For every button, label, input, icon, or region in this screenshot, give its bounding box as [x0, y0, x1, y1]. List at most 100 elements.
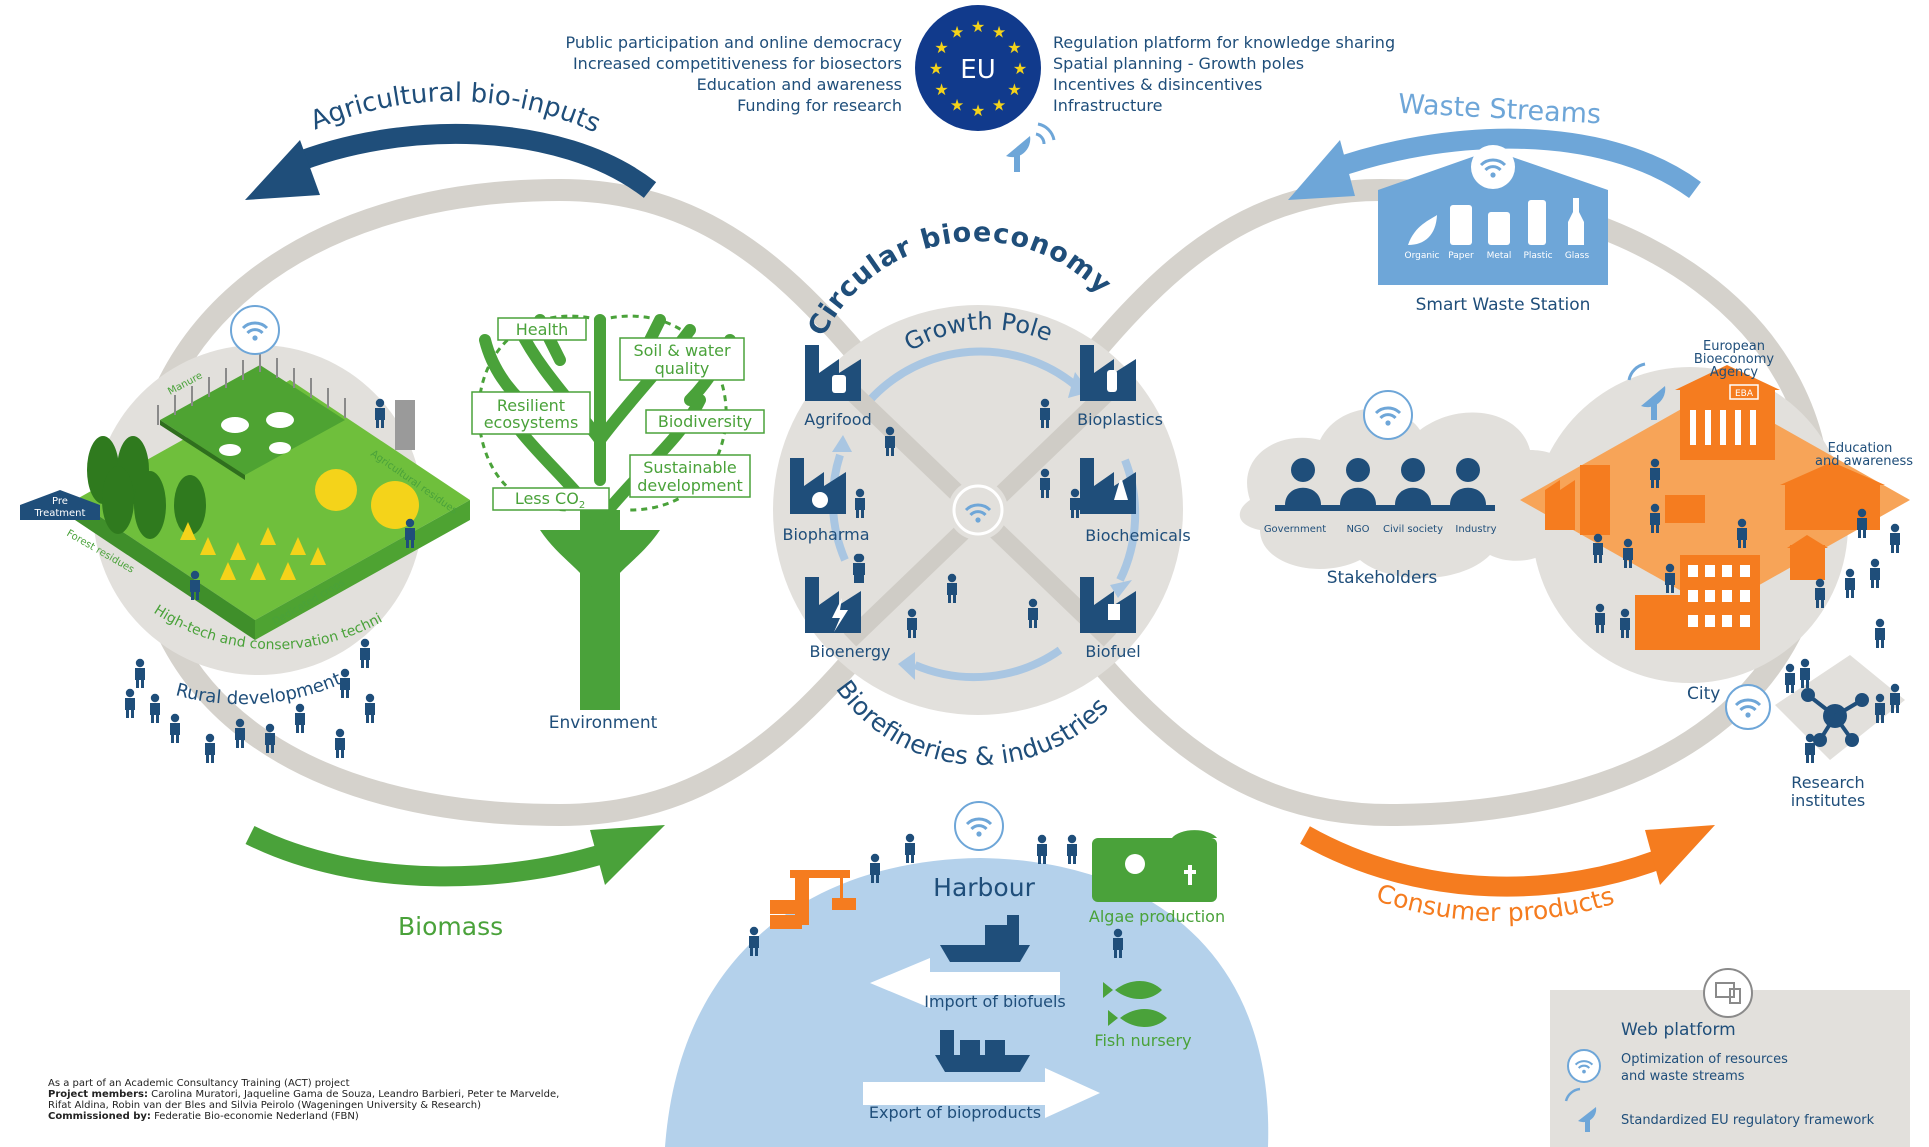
industry-agrifood: Agrifood: [804, 345, 872, 429]
credits-line1: As a part of an Academic Consultancy Tra…: [48, 1078, 350, 1089]
policy-item: Regulation platform for knowledge sharin…: [1053, 33, 1395, 52]
stakeholder-label: Government: [1264, 524, 1326, 535]
wifi-icon: [230, 305, 280, 355]
education-label-2: and awareness: [1815, 454, 1913, 469]
legend-title: Web platform: [1621, 1020, 1736, 1040]
svg-text:development: development: [637, 476, 743, 495]
export-ship-icon: [935, 1030, 1030, 1072]
stakeholder-label: Industry: [1455, 524, 1496, 535]
eu-star-icon: ★: [929, 59, 943, 78]
industry-biopharma: Biopharma: [783, 458, 870, 544]
bin-label: Plastic: [1523, 251, 1552, 261]
city-illustration: EBA: [1520, 362, 1910, 650]
bin-label: Paper: [1448, 251, 1474, 261]
waste-streams-arrow: Waste Streams: [1288, 89, 1701, 200]
algae-label: Algae production: [1089, 907, 1225, 926]
bin-label: Metal: [1487, 251, 1512, 261]
satellite-dish-icon: [1627, 362, 1666, 420]
wifi-icon: [1471, 145, 1515, 189]
bin-label: Organic: [1404, 251, 1439, 261]
harbour-title: Harbour: [933, 873, 1035, 902]
import-label: Import of biofuels: [924, 992, 1065, 1011]
policy-item: Public participation and online democrac…: [565, 33, 902, 52]
import-arrow: Import of biofuels: [870, 958, 1066, 1011]
research-institutes: Research institutes: [1775, 655, 1905, 810]
policy-item: Incentives & disincentives: [1053, 75, 1262, 94]
waste-streams-label: Waste Streams: [1397, 89, 1601, 131]
industry-label: Bioplastics: [1077, 410, 1163, 429]
eu-policies-right: Regulation platform for knowledge sharin…: [1053, 33, 1395, 115]
smart-waste-station-title: Smart Waste Station: [1416, 295, 1591, 315]
industry-biofuel: Biofuel: [1080, 577, 1141, 661]
smart-waste-station: Organic Paper Metal Plastic Glass Smart …: [1378, 145, 1608, 315]
satellite-dish-icon: [1006, 122, 1056, 172]
biomass-arrow: Biomass: [245, 825, 665, 941]
stakeholder-label: NGO: [1346, 524, 1369, 535]
environment-title: Environment: [549, 713, 658, 733]
policy-item: Education and awareness: [697, 75, 902, 94]
eu-star-icon: ★: [971, 17, 985, 36]
env-label-soil-water: Soil & water: [633, 341, 730, 360]
wifi-icon: [1725, 684, 1771, 730]
monitor-icon: [1703, 968, 1753, 1018]
pre-treatment-badge: Pre Treatment: [20, 490, 100, 520]
eu-badge-label: EU: [960, 55, 995, 85]
bin-label: Glass: [1565, 251, 1590, 261]
industry-bioplastics: Bioplastics: [1077, 345, 1163, 429]
industry-label: Biochemicals: [1085, 526, 1190, 545]
eu-policies-left: Public participation and online democrac…: [565, 33, 902, 115]
eu-badge: ★★★★★★★★★★★★ EU: [915, 5, 1056, 172]
agency-label-1: European: [1703, 339, 1765, 354]
harbour-content: Harbour Algae production Import of biofu…: [749, 801, 1225, 1122]
industry-biochemicals: Biochemicals: [1080, 458, 1191, 545]
stakeholder-label: Civil society: [1383, 524, 1443, 535]
city-title: City: [1687, 684, 1720, 704]
biomass-label: Biomass: [398, 912, 503, 941]
eu-star-icon: ★: [950, 95, 964, 114]
policy-item: Increased competitiveness for biosectors: [573, 54, 902, 73]
legend-item1-line2: and waste streams: [1621, 1069, 1745, 1084]
credits-commissioned: Commissioned by: Federatie Bio-economie …: [48, 1111, 359, 1122]
pre-label: Pre: [52, 496, 68, 507]
consumer-products-arrow: Consumer products: [1300, 825, 1715, 927]
industry-label: Agrifood: [804, 410, 872, 429]
research-label-1: Research: [1791, 773, 1864, 792]
eu-star-icon: ★: [934, 80, 948, 99]
svg-text:quality: quality: [655, 359, 710, 378]
environment-labels: Health Soil & water quality Resilient ec…: [471, 317, 765, 511]
eba-label: EBA: [1735, 389, 1754, 399]
members-label: Project members:: [48, 1089, 148, 1100]
policy-item: Infrastructure: [1053, 96, 1162, 115]
wifi-icon: [1567, 1049, 1601, 1083]
eu-star-icon: ★: [992, 95, 1006, 114]
credits-members-line1: Project members: Carolina Muratori, Jaqu…: [48, 1089, 559, 1100]
env-label-less-co2: Less CO2: [515, 489, 585, 511]
wifi-icon: [1363, 390, 1413, 440]
eu-star-icon: ★: [971, 101, 985, 120]
env-label-health: Health: [516, 320, 569, 339]
legend-item2: Standardized EU regulatory framework: [1621, 1113, 1875, 1128]
eu-star-icon: ★: [1013, 59, 1027, 78]
agency-label-3: Agency: [1710, 365, 1759, 380]
credits-members-line2: Rifat Aldina, Robin van der Bles and Sil…: [48, 1100, 481, 1111]
env-label-sustainable: Sustainable: [643, 458, 737, 477]
wifi-icon: [954, 801, 1004, 851]
industry-label: Biofuel: [1085, 642, 1140, 661]
fish-nursery-label: Fish nursery: [1094, 1031, 1191, 1050]
fish-icon: Fish nursery: [1094, 981, 1192, 1050]
commissioned-label: Commissioned by:: [48, 1111, 151, 1122]
export-arrow: Export of bioproducts: [863, 1068, 1100, 1122]
svg-text:ecosystems: ecosystems: [484, 413, 579, 432]
stakeholders: Government NGO Civil society Industry St…: [1239, 390, 1578, 588]
policy-item: Funding for research: [737, 96, 902, 115]
education-label-1: Education: [1828, 441, 1893, 456]
commissioned-value: Federatie Bio-economie Nederland (FBN): [154, 1111, 359, 1122]
credits: As a part of an Academic Consultancy Tra…: [48, 1078, 559, 1122]
export-label: Export of bioproducts: [869, 1103, 1041, 1122]
algae-production-icon: Algae production: [1089, 830, 1225, 926]
env-label-resilient: Resilient: [497, 396, 565, 415]
policy-item: Spatial planning - Growth poles: [1053, 54, 1304, 73]
env-label-biodiversity: Biodiversity: [658, 412, 752, 431]
legend-box: Web platform Optimization of resources a…: [1550, 968, 1910, 1147]
